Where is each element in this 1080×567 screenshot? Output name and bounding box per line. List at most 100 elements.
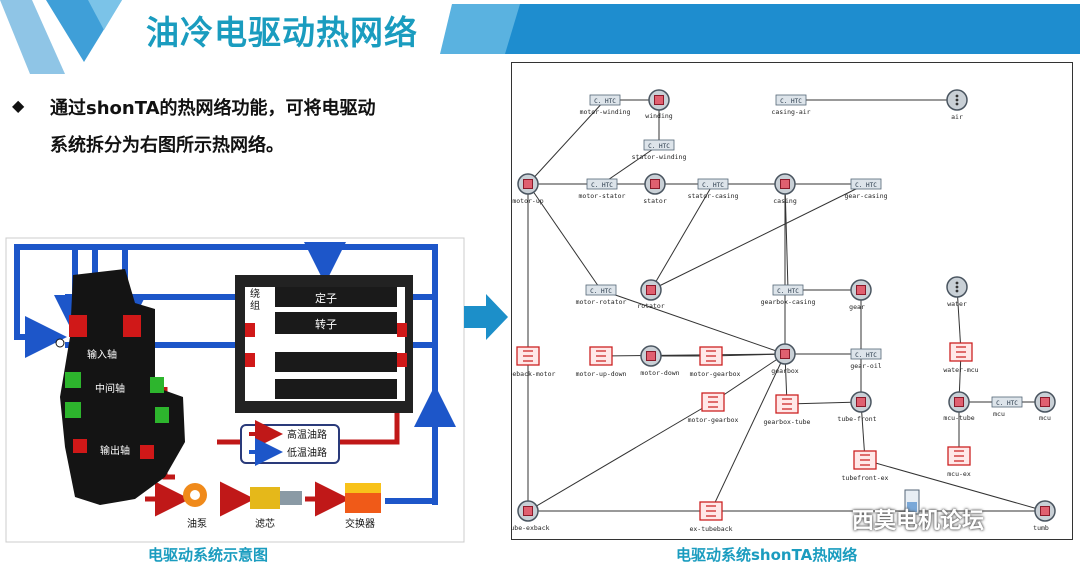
htc-tag: C. HTC [648,143,670,150]
htc-tag: C. HTC [777,288,799,295]
page-title: 油冷电驱动热网络 [146,13,418,52]
htc-element: C. HTC [586,178,618,190]
legend-cold: 低温油路 [287,446,327,459]
network-edge [600,289,786,355]
thermal-node [774,173,796,195]
node-label: motor-up [512,197,543,205]
thermal-node [774,343,796,365]
bullet-line-1: 通过shonTA的热网络功能，可将电驱动 [50,98,376,119]
thermal-node [946,89,968,111]
htc-label: motor-winding [580,108,631,116]
flow-element [589,346,613,366]
htc-element: C. HTC [991,396,1023,408]
flow-element [699,346,723,366]
thermal-node [1034,500,1056,522]
htc-element: C. HTC [772,284,804,296]
htc-label: motor-stator [579,192,626,200]
node-label: stator [643,197,667,205]
arrow-right-icon [464,294,508,340]
flow-label: ex-tubeback [689,525,732,533]
htc-tag: C. HTC [590,288,612,295]
thermal-node [648,89,670,111]
flow-label: gearbox-tube [764,418,811,426]
htc-tag: C. HTC [591,182,613,189]
node-label: tube-front [837,415,876,423]
flow-label: motor-gearbox [690,370,741,378]
htc-element: C. HTC [643,139,675,151]
bullet-line-2: 系统拆分为右图所示热网络。 [50,135,284,156]
htc-tag: C. HTC [855,182,877,189]
htc-label: stator-casing [688,192,739,200]
network-edge [956,286,962,353]
htc-tag: C. HTC [702,182,724,189]
rotor-label: 转子 [315,317,337,331]
middle-shaft-label: 中间轴 [95,382,125,395]
winding-label: 绕 [250,287,260,300]
node-label: winding [645,112,672,120]
node-label: tumb [1033,524,1049,532]
flow-element [949,342,973,362]
htc-element: C. HTC [589,94,621,106]
network-edge [712,353,786,403]
network-edge [600,353,786,357]
flow-element [947,446,971,466]
thermal-network-frame [511,62,1073,540]
flow-label: mcu-ex [947,470,971,478]
output-shaft-label: 输出轴 [100,444,130,457]
htc-label: gear-casing [844,192,887,200]
network-edge [527,401,714,512]
exchanger-label: 交换器 [345,517,375,530]
legend-hot: 高温油路 [287,428,327,441]
node-label: mcu [1039,414,1051,422]
watermark: 西莫电机论坛 [852,509,985,534]
network-edge [864,459,1046,512]
thermal-node [850,279,872,301]
htc-tag: C. HTC [855,352,877,359]
network-edge [650,183,714,291]
network-edge [710,353,786,512]
bullet-diamond-icon: ◆ [12,96,25,115]
flow-label: motor-up-down [576,370,627,378]
flow-element [516,346,540,366]
node-label: motor-down [640,369,679,377]
input-shaft-label: 输入轴 [87,348,117,361]
thermal-node [644,173,666,195]
thermal-node [948,391,970,413]
flow-label: tubeback-motor [511,370,555,378]
filter-label: 滤芯 [255,517,275,530]
thermal-node [517,173,539,195]
htc-label: stator-winding [632,153,687,161]
svg-text:组: 组 [250,299,260,312]
thermal-node [946,276,968,298]
left-figure-caption: 电驱动系统示意图 [148,546,269,564]
htc-element: C. HTC [775,94,807,106]
htc-element: C. HTC [697,178,729,190]
thermal-node [850,391,872,413]
tank-icon [904,489,920,515]
header-decoration [0,0,1080,74]
flow-label: tubefront-ex [842,474,889,482]
network-edge [786,401,862,405]
pump-label: 油泵 [187,517,207,530]
node-label: tube-exback [511,524,550,532]
node-label: rotator [637,302,664,310]
flow-element [775,394,799,414]
flow-label: motor-gearbox [688,416,739,424]
htc-label: gear-oil [850,362,881,370]
thermal-node [640,279,662,301]
network-edge [650,183,867,291]
network-edge [527,183,602,291]
thermal-node [517,500,539,522]
flow-element [853,450,877,470]
flow-label: water-mcu [943,366,978,374]
network-edge [601,144,660,185]
node-label: mcu-tube [943,414,974,422]
htc-element: C. HTC [585,284,617,296]
stator-label: 定子 [315,291,337,305]
flow-element [699,501,723,521]
thermal-node [640,345,662,367]
htc-element: C. HTC [850,348,882,360]
node-label: water [947,300,967,308]
